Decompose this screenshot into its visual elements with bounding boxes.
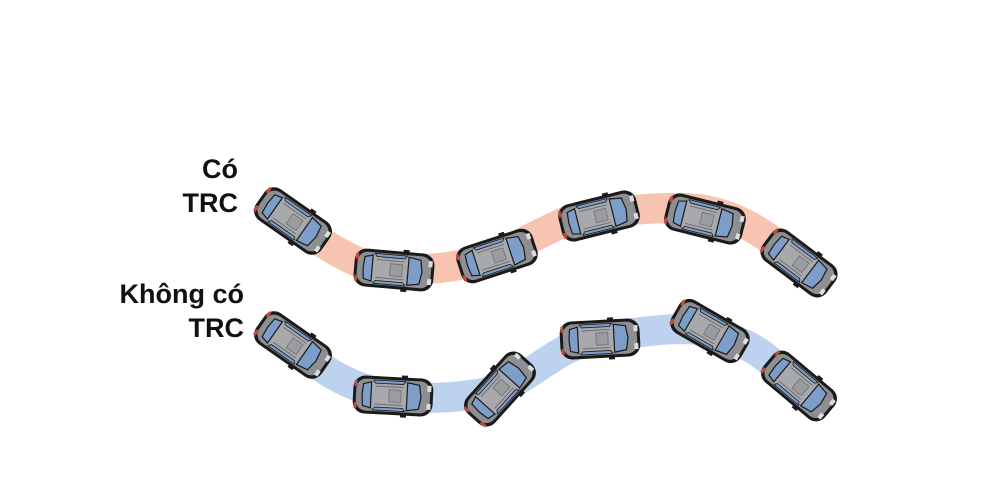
label-with-trc-line1: Có [202,154,238,184]
car-with-trc-3 [451,223,543,289]
label-with-trc: Có TRC [120,152,239,220]
car-without-trc-2 [351,372,435,420]
label-without-trc: Không có TRC [100,277,244,345]
car-with-trc-2 [351,244,437,296]
label-without-trc-line1: Không có [119,279,244,309]
label-with-trc-line2: TRC [182,188,239,218]
car-with-trc-4 [554,185,644,247]
label-without-trc-line2: TRC [188,313,245,343]
car-without-trc-4 [558,315,642,363]
